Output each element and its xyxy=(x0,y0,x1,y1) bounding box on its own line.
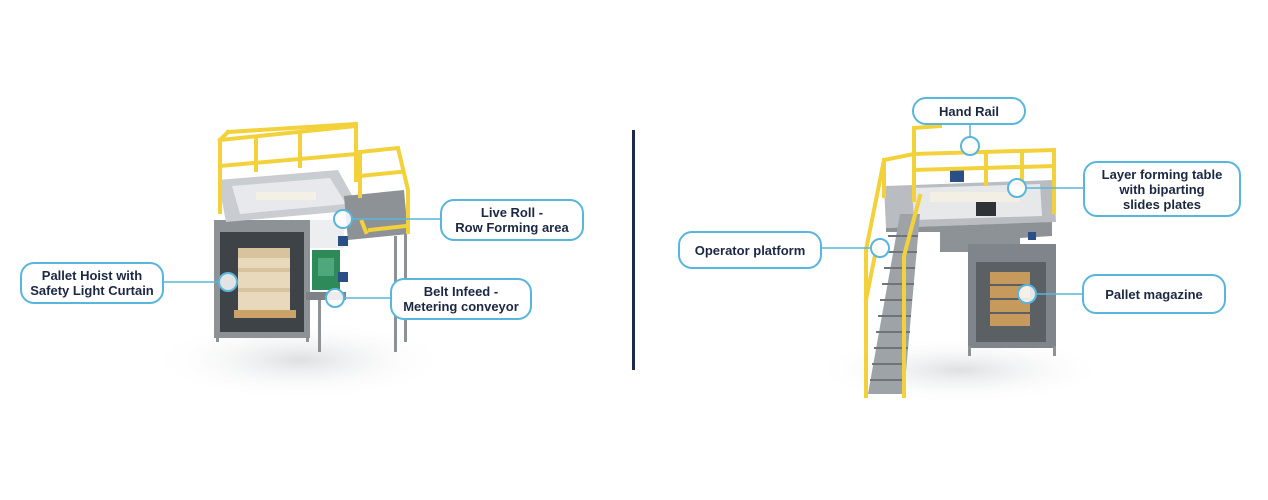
callout-hand-rail: Hand Rail xyxy=(912,97,1026,125)
callout-operator-platform: Operator platform xyxy=(678,231,822,269)
callout-belt-infeed: Belt Infeed - Metering conveyor xyxy=(390,278,532,320)
marker-dots xyxy=(218,136,1037,308)
pallet-magazine-marker xyxy=(1017,284,1037,304)
live-roll-marker xyxy=(333,209,353,229)
operator-platform-marker xyxy=(870,238,890,258)
callout-live-roll: Live Roll - Row Forming area xyxy=(440,199,584,241)
left-palletizer-machine xyxy=(150,121,450,400)
hand-rail-marker xyxy=(960,136,980,156)
callout-layer-forming-table: Layer forming table with biparting slide… xyxy=(1083,161,1241,217)
right-palletizer-machine xyxy=(810,123,1110,404)
belt-infeed-marker xyxy=(325,288,345,308)
callout-pallet-hoist: Pallet Hoist with Safety Light Curtain xyxy=(20,262,164,304)
callout-pallet-magazine: Pallet magazine xyxy=(1082,274,1226,314)
layer-forming-marker xyxy=(1007,178,1027,198)
leader-lines xyxy=(164,125,1083,299)
center-divider xyxy=(632,130,635,370)
pallet-hoist-marker xyxy=(218,272,238,292)
